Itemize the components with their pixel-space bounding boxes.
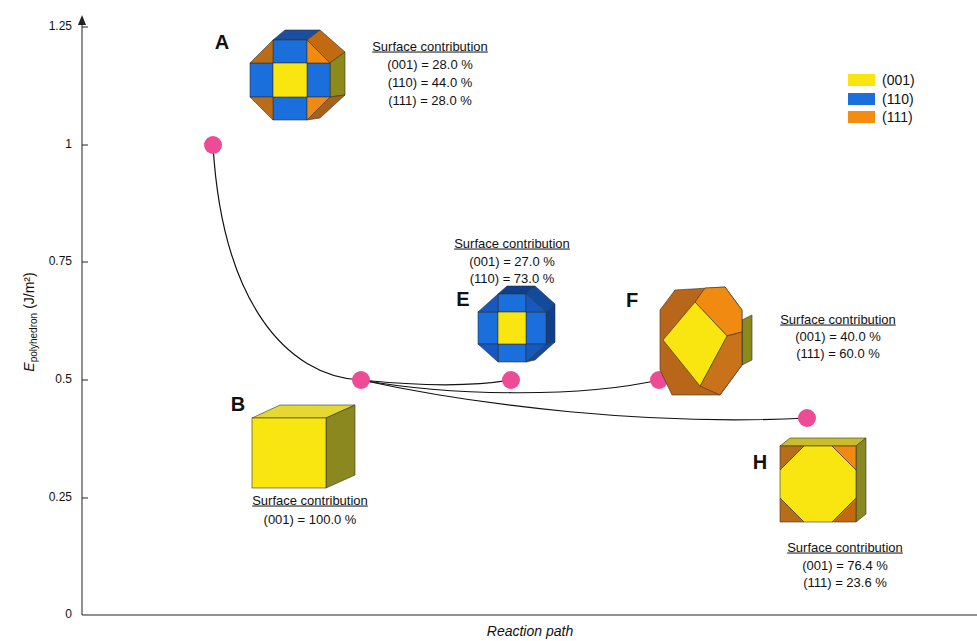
tick-label: 0 (65, 608, 72, 622)
state-dot (502, 371, 520, 389)
y-axis (82, 22, 83, 615)
cube-b (252, 405, 355, 488)
legend-swatch (848, 93, 875, 105)
tick (82, 262, 88, 263)
contribution-heading: Surface contribution (787, 541, 903, 556)
axis-symbol: E (21, 362, 37, 371)
structure-letter: E (456, 288, 469, 311)
state-points (204, 136, 816, 427)
structure-letter: B (231, 393, 245, 416)
axis-subscript: polyhedron (28, 313, 39, 362)
contribution-heading: Surface contribution (780, 313, 896, 328)
x-axis (82, 615, 977, 616)
contribution-value: (110) = 44.0 % (388, 76, 473, 91)
contribution-value: (001) = 76.4 % (802, 559, 888, 574)
structure-letter: F (626, 289, 638, 312)
state-dot (204, 136, 222, 154)
axis-unit: (J/m²) (21, 272, 37, 309)
tick (82, 145, 88, 146)
polyhedron-e (478, 286, 555, 362)
structure-letter: H (753, 451, 767, 474)
curve (361, 380, 807, 420)
contribution-value: (111) = 28.0 % (388, 94, 472, 109)
tick (82, 498, 88, 499)
y-axis-title: Epolyhedron (J/m²) (21, 272, 39, 371)
tick-label: 1 (65, 138, 72, 152)
structure-letter: A (215, 31, 229, 54)
contribution-heading: Surface contribution (252, 494, 368, 509)
tick-label: 0.5 (55, 373, 72, 387)
legend-label: (111) (882, 109, 913, 125)
contribution-value: (001) = 40.0 % (795, 330, 881, 345)
contribution-value: (111) = 60.0 % (796, 347, 880, 362)
legend-swatch (848, 74, 875, 86)
contribution-value: (001) = 27.0 % (469, 255, 555, 270)
contribution-value: (110) = 73.0 % (470, 272, 555, 287)
legend-row: (001) (848, 71, 915, 89)
legend-swatch (848, 111, 875, 123)
axis-arrow (78, 15, 86, 25)
state-dot (352, 371, 370, 389)
legend-row: (110) (848, 90, 914, 108)
legend-label: (001) (882, 72, 915, 88)
polyhedron-a (250, 30, 345, 120)
contribution-heading: Surface contribution (372, 40, 488, 55)
polyhedron-f (660, 287, 752, 395)
tick-label: 0.25 (49, 491, 72, 505)
contribution-value: (001) = 100.0 % (264, 513, 357, 528)
reaction-curves (213, 145, 807, 420)
tick-label: 1.25 (49, 20, 72, 34)
tick (82, 27, 88, 28)
curve (213, 145, 361, 380)
tick-label: 0.75 (49, 255, 72, 269)
legend-label: (110) (882, 91, 914, 107)
contribution-value: (111) = 23.6 % (803, 576, 887, 591)
polyhedron-h (780, 438, 866, 522)
tick (82, 380, 88, 381)
axes (82, 22, 977, 615)
legend-row: (111) (848, 108, 913, 126)
contribution-value: (001) = 28.0 % (387, 58, 473, 73)
state-dot (798, 409, 816, 427)
contribution-heading: Surface contribution (454, 237, 570, 252)
x-axis-title: Reaction path (487, 623, 573, 639)
